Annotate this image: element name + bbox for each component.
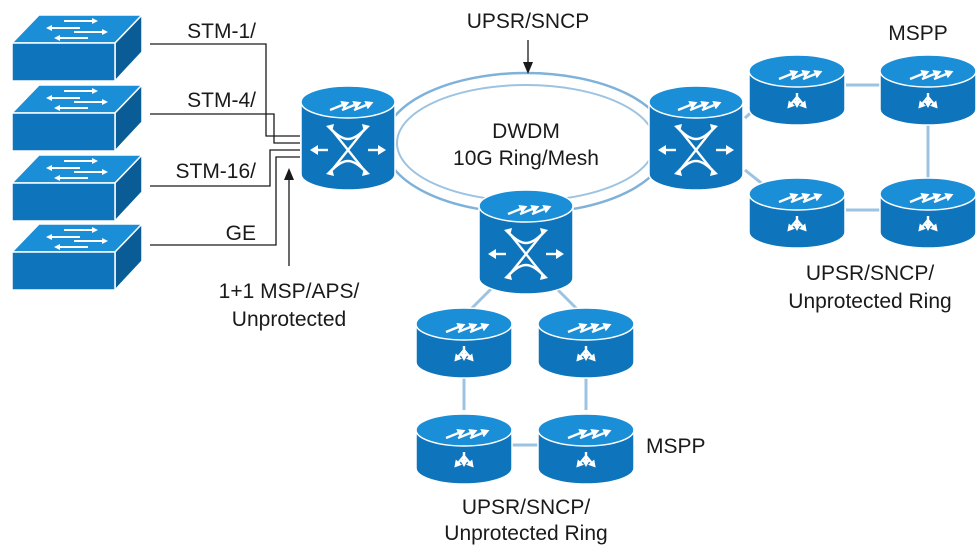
switch-stm1 xyxy=(11,14,143,82)
switch-stm4 xyxy=(11,84,143,152)
mspp-bottom-label: MSPP xyxy=(646,435,706,458)
right-ring-label-2: Unprotected Ring xyxy=(788,290,951,313)
switch-icon xyxy=(11,84,143,152)
ge-label: GE xyxy=(226,222,256,245)
switch-icon xyxy=(11,154,143,222)
mspp-router-icon xyxy=(416,414,512,484)
mspp-bottom-1 xyxy=(416,308,512,378)
dwdm-label: DWDM xyxy=(492,120,560,143)
optical-cross-connect-icon xyxy=(649,86,743,190)
mspp-right-label: MSPP xyxy=(888,22,948,45)
mspp-router-icon xyxy=(538,308,634,378)
mspp-router-icon xyxy=(538,414,634,484)
stm4-label: STM-4/ xyxy=(187,89,256,112)
oxc-right xyxy=(649,86,743,190)
optical-cross-connect-icon xyxy=(479,190,573,294)
mspp-router-icon xyxy=(416,308,512,378)
mspp-router-icon xyxy=(880,55,976,125)
switch-ge xyxy=(11,223,143,291)
optical-cross-connect-icon xyxy=(301,86,395,190)
upsr-arrow xyxy=(523,40,533,74)
stm1-label: STM-1/ xyxy=(187,20,256,43)
mspp-right-3 xyxy=(749,178,845,248)
oxc-left xyxy=(301,86,395,190)
bottom-ring-label-1: UPSR/SNCP/ xyxy=(462,496,591,519)
stm16-label: STM-16/ xyxy=(175,160,256,183)
right-ring-label-1: UPSR/SNCP/ xyxy=(806,262,935,285)
mspp-bottom-3 xyxy=(416,414,512,484)
mspp-router-icon xyxy=(749,55,845,125)
msp-arrow xyxy=(284,168,294,266)
switch-stm16 xyxy=(11,154,143,222)
mspp-right-4 xyxy=(880,178,976,248)
upsr-top-label: UPSR/SNCP xyxy=(467,10,590,33)
mspp-bottom-2 xyxy=(538,308,634,378)
mspp-right-2 xyxy=(880,55,976,125)
mspp-router-icon xyxy=(880,178,976,248)
mspp-right-1 xyxy=(749,55,845,125)
switch-icon xyxy=(11,223,143,291)
tributary-feeders xyxy=(150,43,300,246)
bottom-ring-label-2: Unprotected Ring xyxy=(444,522,607,545)
dwdm-ring-label: 10G Ring/Mesh xyxy=(453,147,599,170)
oxc-bottom xyxy=(479,190,573,294)
switch-icon xyxy=(11,14,143,82)
unprotected-label: Unprotected xyxy=(232,308,346,331)
mspp-bottom-4 xyxy=(538,414,634,484)
mspp-router-icon xyxy=(749,178,845,248)
msp-label: 1+1 MSP/APS/ xyxy=(219,280,360,303)
